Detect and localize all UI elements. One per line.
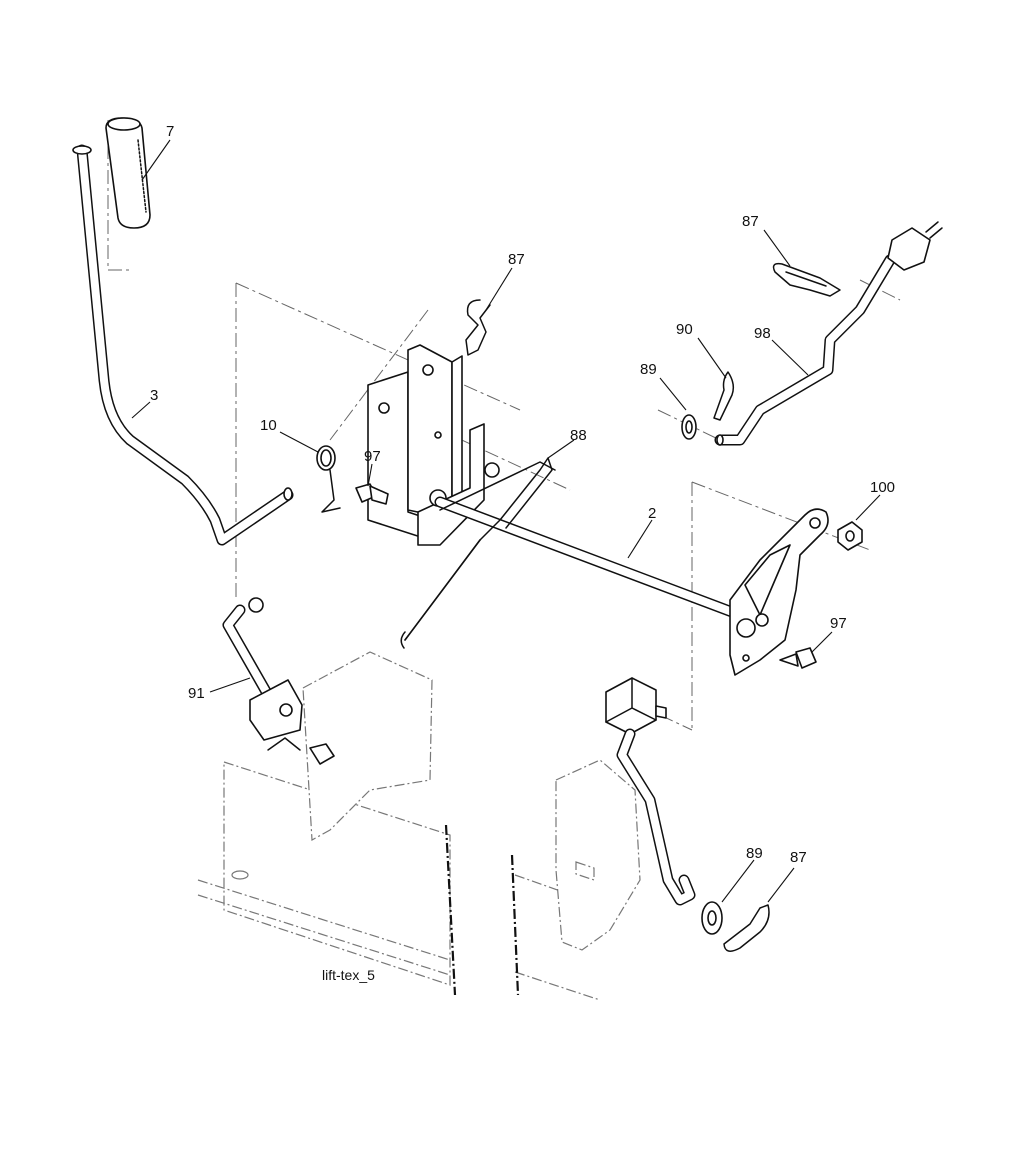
label-bolt-lower: 97 <box>830 615 847 632</box>
hex-nut <box>837 521 863 551</box>
label-hairpin: 90 <box>676 321 693 338</box>
label-clip-lower-right: 87 <box>790 849 807 866</box>
diagram-caption: lift-tex_5 <box>322 967 375 983</box>
label-bolt-upper: 97 <box>364 448 381 465</box>
hairpin-clip-lower <box>723 904 770 952</box>
label-clip-upper-mid: 87 <box>508 251 525 268</box>
right-lift-arm <box>729 508 829 676</box>
flat-washer-lower <box>701 901 723 935</box>
shoulder-bolt-upper <box>355 483 389 505</box>
flat-washer-upper <box>681 414 697 440</box>
lift-handle <box>72 144 294 546</box>
adjustment-rod <box>714 221 943 446</box>
label-washer-upper: 89 <box>640 361 657 378</box>
lift-link-left <box>222 597 335 765</box>
lift-shaft <box>434 496 746 621</box>
label-washer-lower: 89 <box>746 845 763 862</box>
label-clip-upper-right: 87 <box>742 213 759 230</box>
shoulder-bolt-lower <box>779 647 817 669</box>
lift-link-right <box>605 677 696 906</box>
label-lift-shaft: 2 <box>648 505 656 522</box>
label-adjust-rod: 98 <box>754 325 771 342</box>
label-lift-handle: 3 <box>150 387 158 404</box>
label-spring-small: 10 <box>260 417 277 434</box>
hairpin-clip-upper <box>465 299 491 356</box>
label-nut: 100 <box>870 479 895 496</box>
label-link-left: 91 <box>188 685 205 702</box>
small-spring <box>316 445 341 513</box>
lift-assist-spring <box>400 457 556 649</box>
handle-grip <box>105 117 151 229</box>
hairpin-cotter <box>713 371 735 421</box>
label-spring-large: 88 <box>570 427 587 444</box>
leader-lines <box>131 139 881 903</box>
part-labels: 7 3 87 10 97 88 87 90 98 89 2 100 97 91 … <box>150 123 895 866</box>
hairpin-clip-right <box>772 262 841 297</box>
label-grip: 7 <box>166 123 174 140</box>
mower-deck-outline <box>197 651 641 1001</box>
